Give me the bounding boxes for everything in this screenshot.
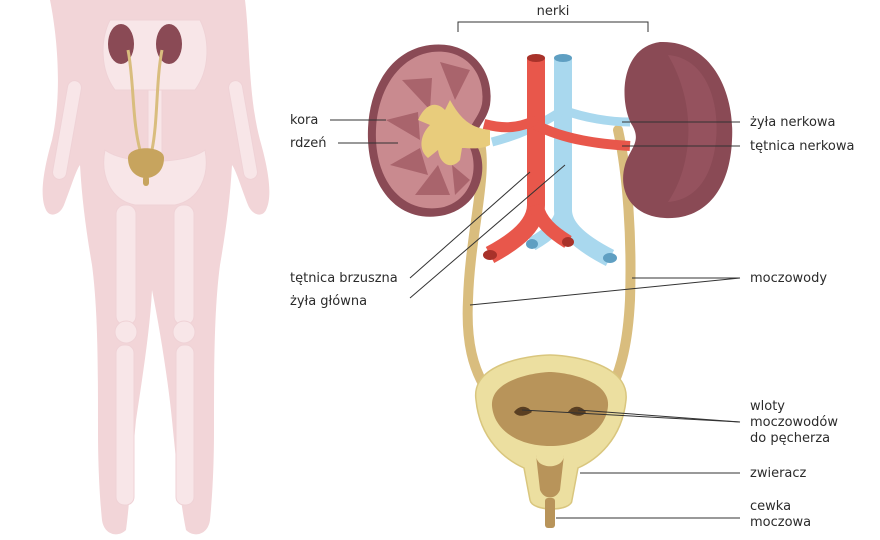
left-arm-bone (52, 80, 82, 180)
right-knee (172, 320, 196, 344)
right-arm-bone (228, 80, 258, 180)
label-wloty-2: moczowodów (750, 415, 838, 430)
bladder-inner (491, 372, 609, 446)
right-renal-artery (533, 120, 631, 151)
artery-group (482, 54, 631, 263)
aorta (485, 58, 545, 263)
right-tibia (175, 344, 195, 506)
label-rdzen: rdzeń (290, 136, 326, 151)
mini-urethra (143, 176, 149, 186)
mini-left-ureter (126, 49, 142, 151)
label-cewka-1: cewka (750, 499, 791, 514)
leader-zyla-glowna (409, 164, 566, 299)
label-tetnica-nerkowa: tętnica nerkowa (750, 139, 855, 154)
vein-bottom-opening-left (526, 239, 538, 249)
right-kidney (623, 41, 733, 219)
label-moczowody: moczowody (750, 271, 827, 286)
left-kidney-medulla (386, 62, 470, 195)
artery-bottom-opening-left (483, 250, 497, 260)
body-silhouette (42, 0, 270, 535)
mini-bladder (128, 148, 164, 178)
label-wloty-1: wloty (750, 399, 785, 414)
artery-bottom-opening-right (562, 237, 574, 247)
labels: nerki kora rdzeń żyła nerkowa tętnica ne… (290, 4, 855, 530)
left-knee (114, 320, 138, 344)
left-kidney (367, 44, 491, 217)
right-femur (173, 204, 195, 326)
leader-tetnica-brzuszna (409, 171, 531, 279)
label-zyla-glowna: żyła główna (290, 294, 367, 309)
label-tetnica-brzuszna: tętnica brzuszna (290, 271, 398, 286)
label-zyla-nerkowa: żyła nerkowa (750, 115, 836, 130)
left-renal-artery (482, 115, 539, 133)
right-kidney-highlight (668, 55, 717, 202)
label-zwieracz: zwieracz (750, 466, 807, 481)
left-tibia (115, 344, 135, 506)
label-nerki: nerki (537, 4, 570, 19)
bladder (475, 354, 627, 528)
label-wloty-3: do pęcherza (750, 431, 830, 446)
vein-bottom-opening-right (603, 253, 617, 263)
urethra (545, 498, 555, 528)
label-cewka-2: moczowa (750, 515, 811, 530)
label-kora: kora (290, 113, 318, 128)
vena-cava (554, 58, 615, 267)
mini-urinary-system (108, 24, 182, 186)
leader-wloty-left (521, 409, 741, 423)
right-renal-vein (561, 105, 631, 127)
body-outline (42, 0, 270, 535)
mini-right-ureter (150, 49, 164, 151)
artery-top-opening (527, 54, 545, 62)
leader-wloty-right (577, 409, 741, 423)
left-femur (115, 204, 137, 326)
vein-top-opening (554, 54, 572, 62)
left-renal-pelvis (418, 100, 490, 166)
nerki-bracket (457, 21, 649, 32)
ureter-opening-left (514, 406, 532, 416)
sphincter (536, 455, 564, 498)
leader-moczowody-left (469, 277, 741, 306)
